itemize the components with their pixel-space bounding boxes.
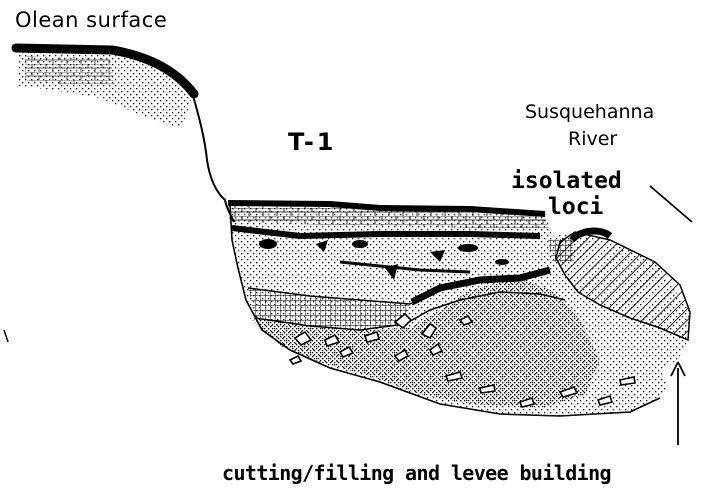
isolated-loci-grid [548, 238, 574, 262]
olean-crust-grid [25, 56, 115, 84]
olean-surface-label: Olean surface [15, 10, 167, 31]
arrow-up-icon [671, 362, 685, 445]
edge-tick-mark [4, 330, 8, 342]
river-label-line1: Susquehanna [525, 103, 654, 122]
caption-label: cutting/filling and levee building [222, 463, 611, 483]
escarpment-line [192, 92, 234, 222]
isolated-loci-label-line1: isolated [511, 170, 622, 193]
isolated-loci-label-line2: loci [548, 196, 603, 219]
terrace-label: T-1 [288, 130, 337, 154]
river-label-line2: River [568, 130, 617, 149]
river-pointer-line [650, 186, 692, 222]
